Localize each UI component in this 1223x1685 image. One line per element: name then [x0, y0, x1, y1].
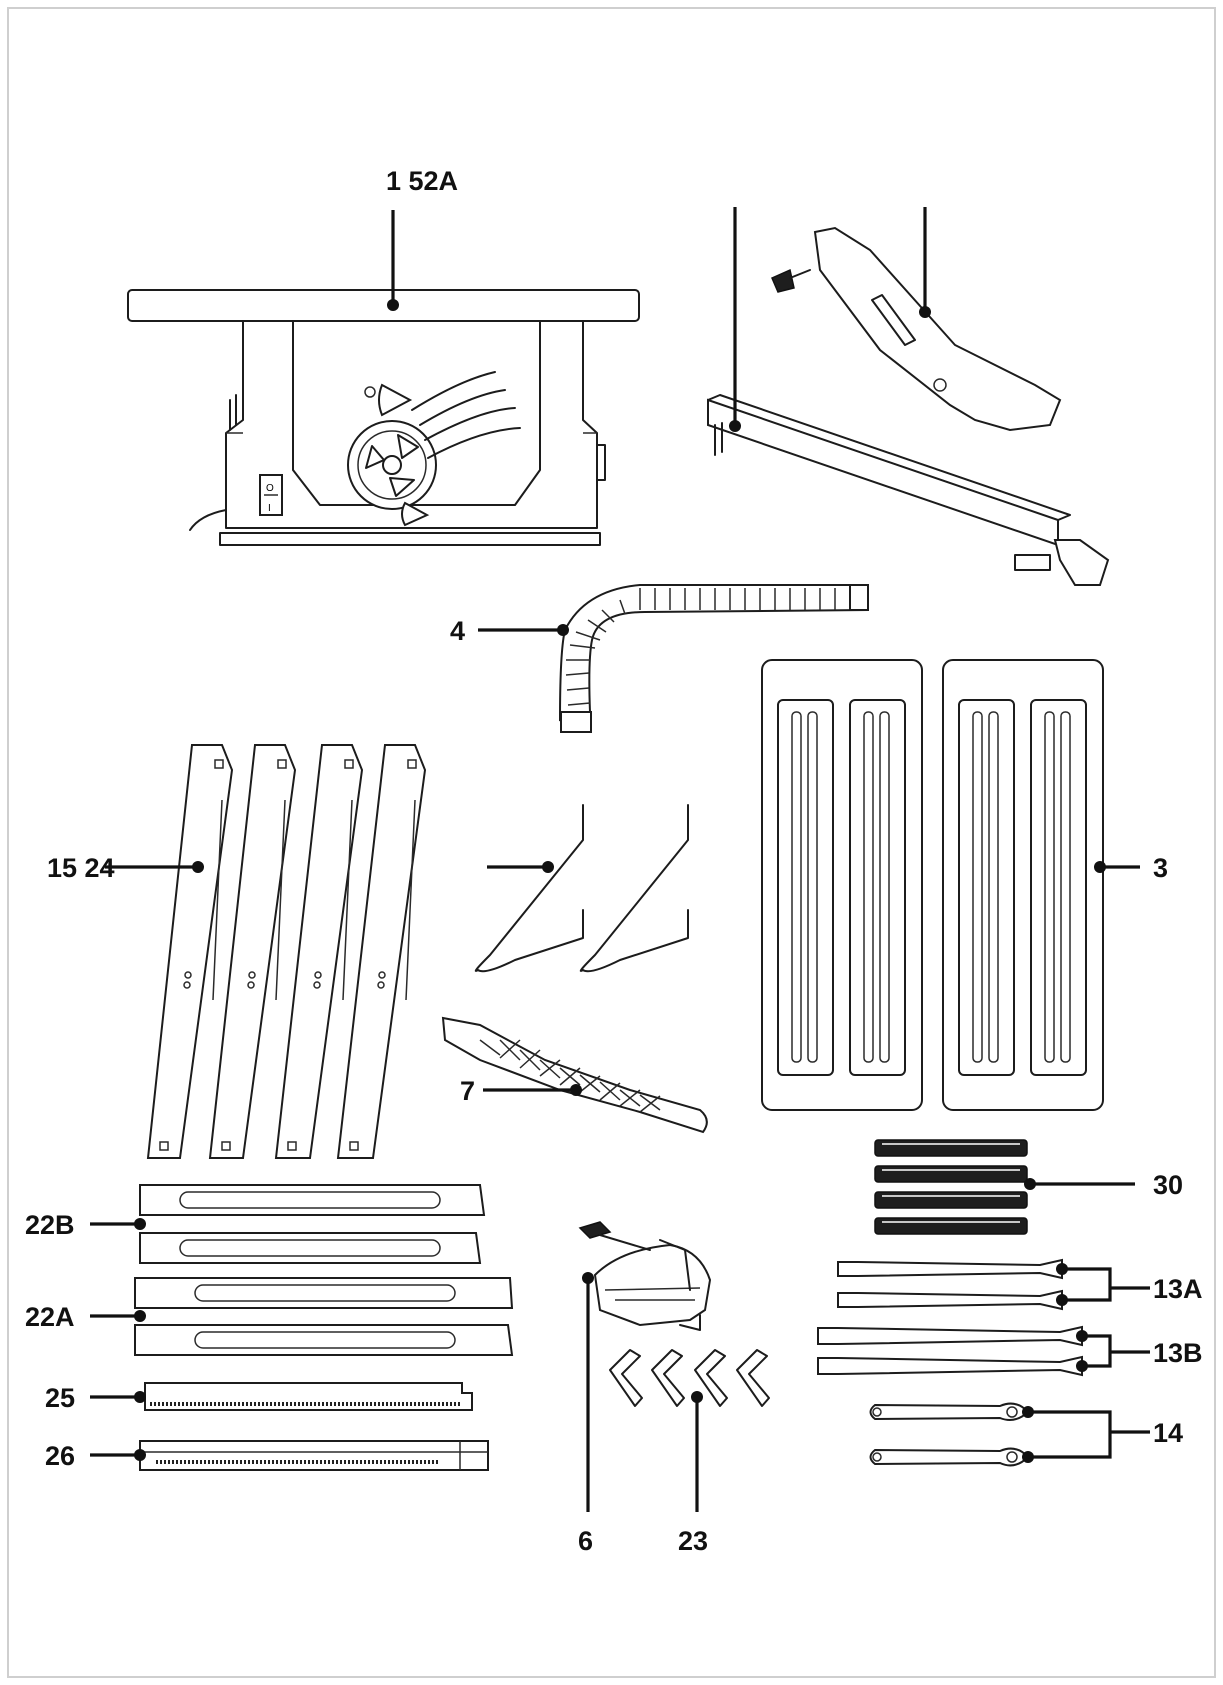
- table-saw-body: O I: [127, 289, 640, 546]
- label-26: 26: [45, 1441, 75, 1471]
- label-7: 7: [460, 1076, 475, 1106]
- wrenches: [869, 1402, 1030, 1467]
- label-1-52a: 1 52A: [386, 166, 458, 196]
- slotted-braces: [134, 1184, 514, 1356]
- label-13a: 13A: [1153, 1274, 1203, 1304]
- label-15-24: 15 24: [47, 853, 115, 883]
- guide-rails: [139, 1382, 489, 1471]
- label-3: 3: [1153, 853, 1168, 883]
- hex-keys: [609, 1349, 770, 1407]
- label-22b: 22B: [25, 1210, 75, 1240]
- svg-text:I: I: [268, 503, 271, 514]
- extension-tables: [761, 659, 1104, 1111]
- label-23: 23: [678, 1526, 708, 1556]
- labels: 1 52A 4 15 24 3 7 30 22B 22A 13A 13B 25 …: [25, 166, 1203, 1556]
- rip-fence: [707, 394, 1110, 586]
- wire-brackets: [474, 804, 689, 973]
- svg-text:O: O: [266, 483, 274, 494]
- legs: [146, 744, 427, 1159]
- dust-hose: [558, 584, 869, 733]
- short-braces: [817, 1258, 1083, 1377]
- label-4: 4: [450, 616, 465, 646]
- label-6: 6: [578, 1526, 593, 1556]
- miter-gauge: [578, 1221, 712, 1331]
- label-13b: 13B: [1153, 1338, 1203, 1368]
- label-25: 25: [45, 1383, 75, 1413]
- callouts: [90, 207, 1150, 1512]
- label-22a: 22A: [25, 1302, 75, 1332]
- label-30: 30: [1153, 1170, 1183, 1200]
- fence-bracket: [771, 226, 1062, 432]
- label-14: 14: [1153, 1418, 1183, 1448]
- rubber-strips: [874, 1139, 1028, 1235]
